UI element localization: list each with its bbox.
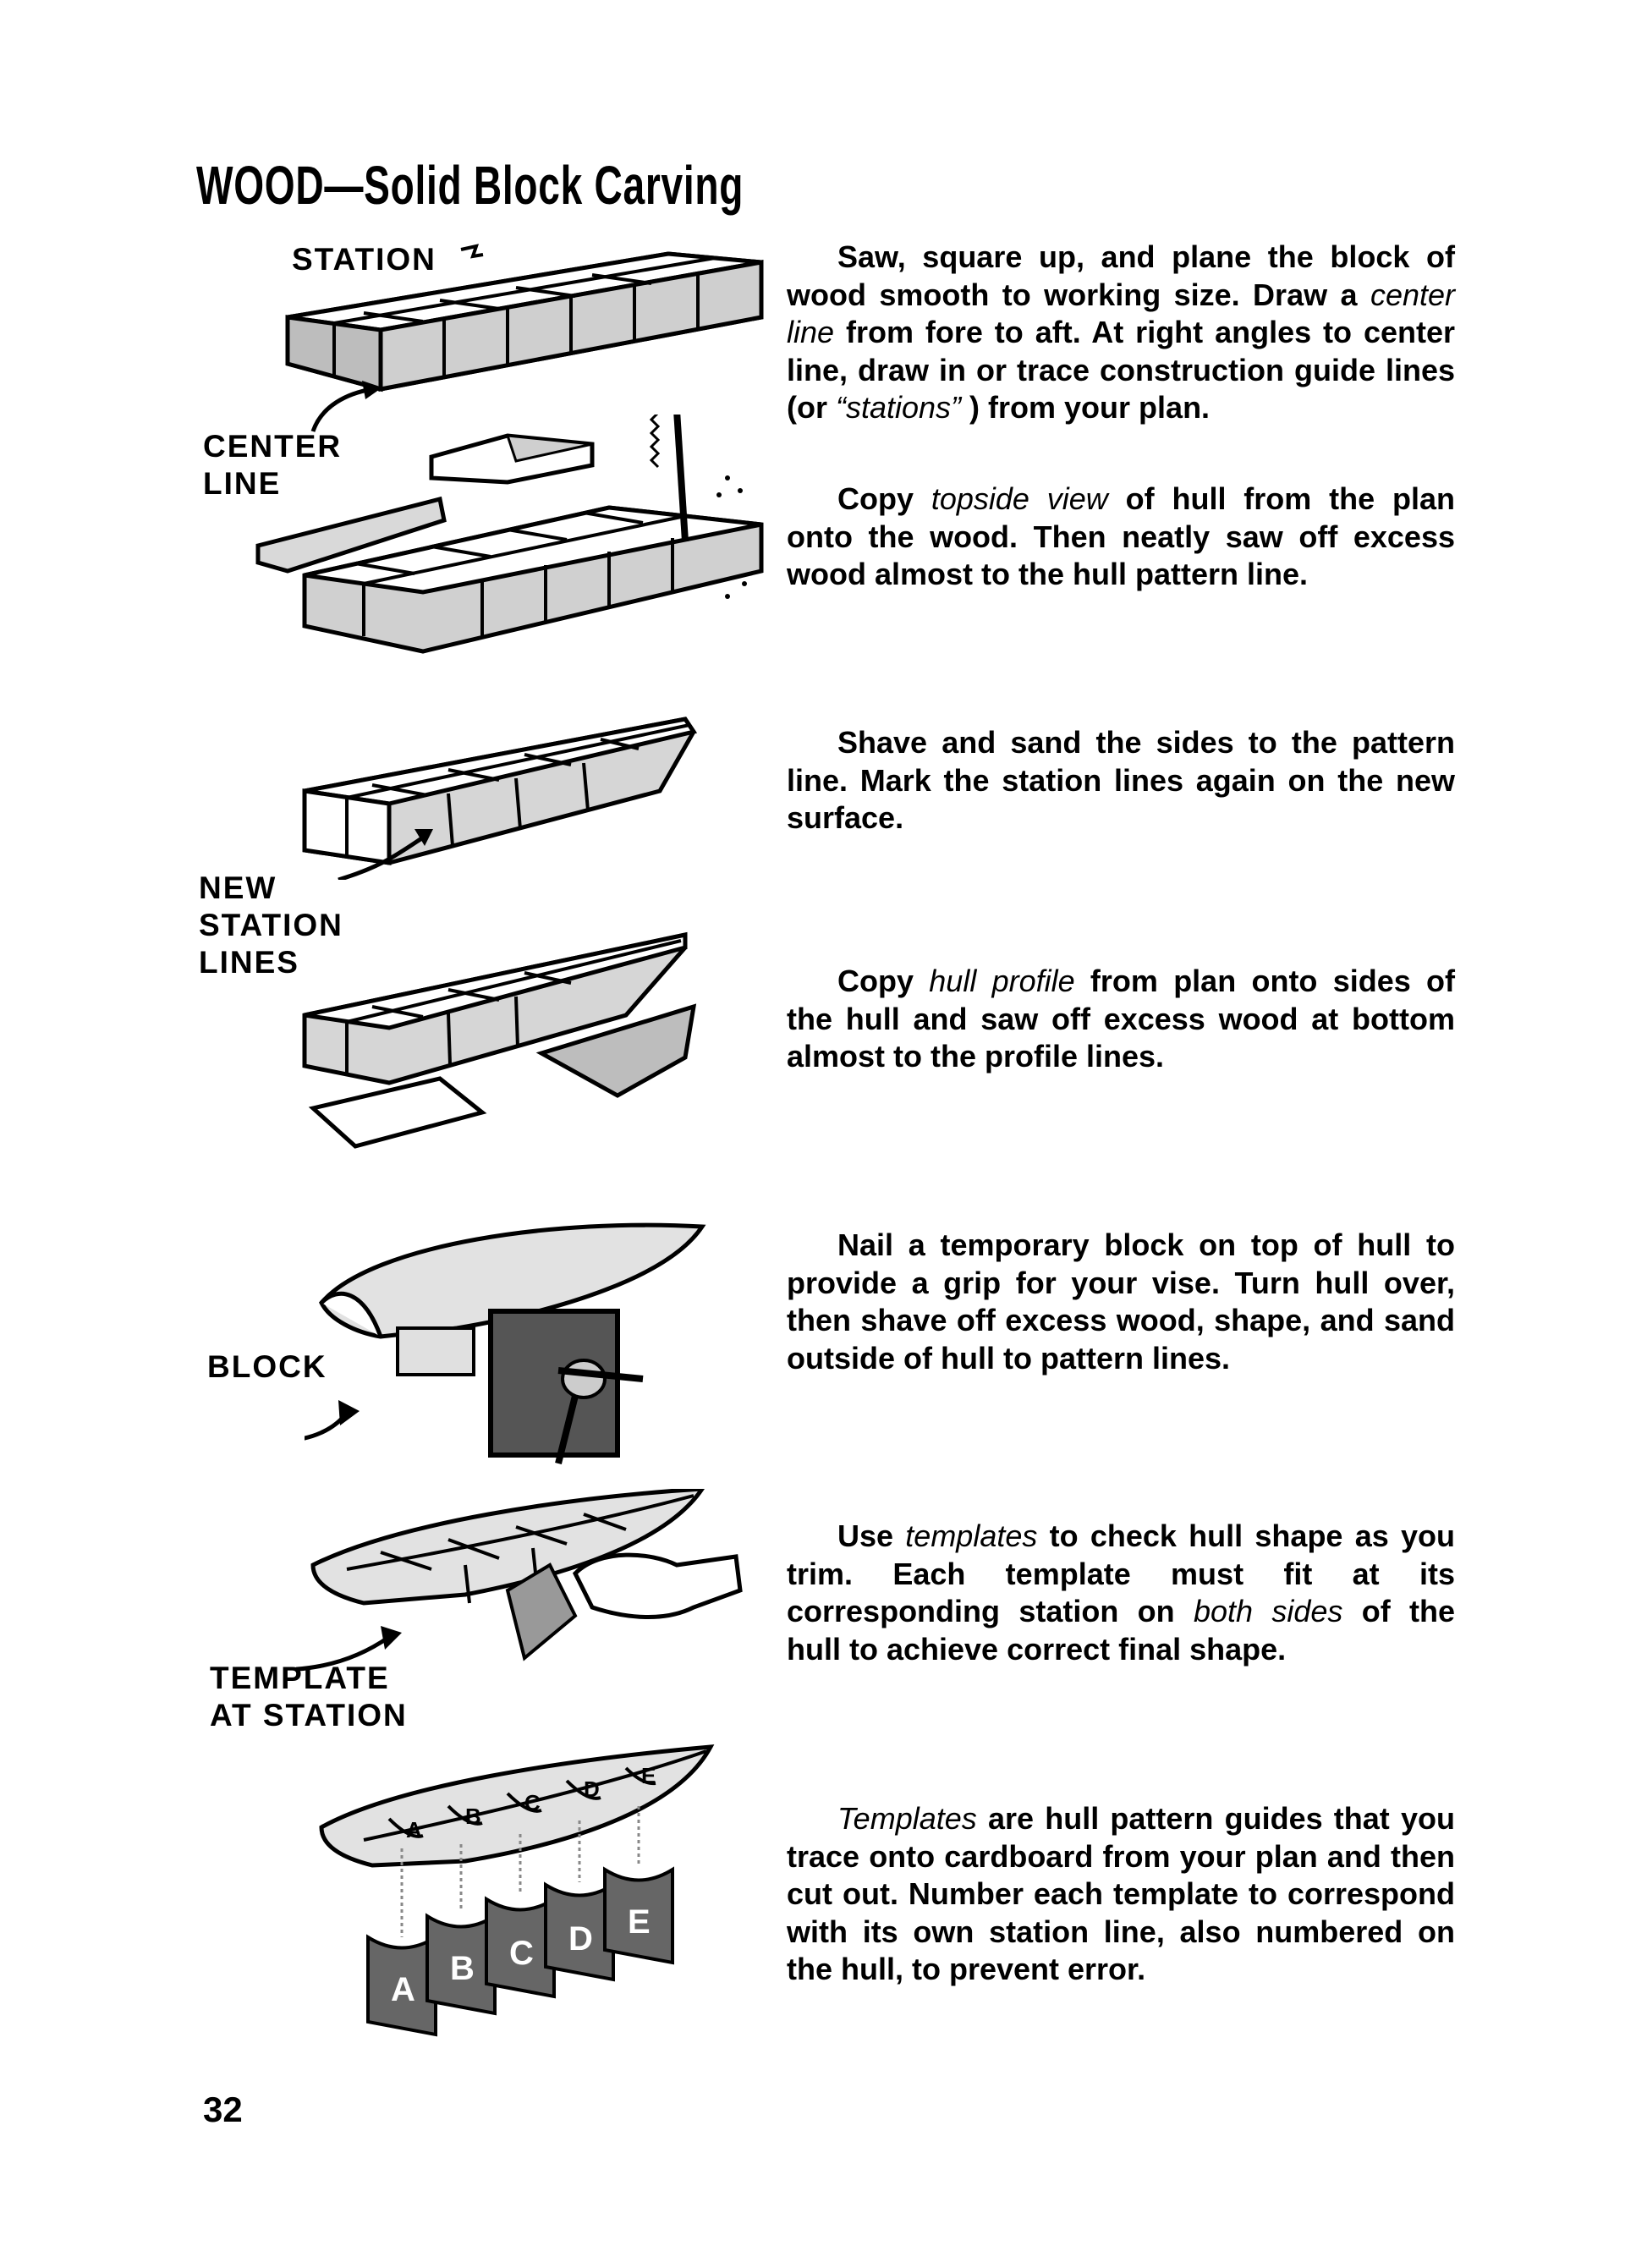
italic-term: “stations” (836, 390, 962, 425)
italic-term: center line (787, 277, 1455, 350)
hull-station-letter-d: D (584, 1777, 600, 1802)
template-letter-b: B (450, 1950, 475, 1987)
text-run: Use (837, 1518, 906, 1553)
template-letter-a: A (391, 1971, 415, 2008)
block-with-stations-illustration (285, 244, 764, 432)
text-run: Nail a temporary block on top of hull to… (787, 1227, 1455, 1376)
station-label: STATION (292, 242, 436, 277)
text-run: ) from your plan. (961, 390, 1211, 425)
text-run: are hull pattern guides that you trace o… (787, 1801, 1455, 1986)
step-paragraph-7: Templates are hull pattern guides that y… (787, 1800, 1455, 1989)
step-paragraph-3: Shave and sand the sides to the pattern … (787, 724, 1455, 837)
page-number: 32 (203, 2090, 243, 2129)
text-run: from plan onto sides of the hull and saw… (787, 964, 1456, 1074)
step-paragraph-1: Saw, square up, and plane the block of w… (787, 239, 1455, 427)
step-paragraph-2: Copy topside view of hull from the plan … (787, 481, 1455, 594)
hull-station-letter-e: E (641, 1763, 656, 1788)
text-run: Copy (837, 964, 930, 998)
template-at-station-label: TEMPLATE AT STATION (210, 1661, 408, 1733)
text-run: to check hull shape as you trim. Each te… (787, 1518, 1456, 1628)
block-label: BLOCK (207, 1349, 327, 1384)
text-run: Copy (837, 481, 931, 516)
template-letter-c: C (509, 1935, 534, 1972)
italic-term: topside view (931, 481, 1108, 516)
hull-station-letter-c: C (524, 1790, 541, 1815)
text-run: Shave and sand the sides to the pattern … (787, 725, 1455, 835)
text-run: from fore to aft. At right angles to cen… (787, 315, 1455, 425)
text-run: of hull from the plan onto the wood. The… (787, 481, 1455, 591)
text-run: Saw, square up, and plane the block of w… (787, 239, 1455, 312)
sawn-block-illustration (255, 415, 764, 654)
page-title: WOOD—Solid Block Carving (196, 155, 744, 216)
hull-station-letter-a: A (406, 1817, 422, 1842)
text-run: of the hull to achieve correct final sha… (787, 1594, 1456, 1667)
template-at-station-illustration (296, 1489, 743, 1672)
new-station-lines-label: NEW STATION LINES (199, 870, 343, 980)
template-letter-e: E (628, 1903, 651, 1941)
italic-term: both sides (1193, 1594, 1343, 1628)
italic-term: templates (905, 1518, 1038, 1553)
italic-term: hull profile (929, 964, 1075, 998)
hull-profile-cut-illustration (302, 931, 697, 1149)
shaped-hull-illustration (302, 717, 698, 880)
hull-station-letter-b: B (465, 1804, 481, 1829)
template-letter-d: D (568, 1920, 593, 1958)
lettered-templates-illustration: A B C D E A B C D E (319, 1744, 715, 2037)
center-line-label: CENTER LINE (203, 429, 343, 501)
step-paragraph-5: Nail a temporary block on top of hull to… (787, 1227, 1455, 1377)
step-paragraph-4: Copy hull profile from plan onto sides o… (787, 963, 1455, 1076)
hull-in-vise-illustration (305, 1222, 706, 1464)
step-paragraph-6: Use templates to check hull shape as you… (787, 1518, 1455, 1668)
italic-term: Templates (837, 1801, 977, 1836)
